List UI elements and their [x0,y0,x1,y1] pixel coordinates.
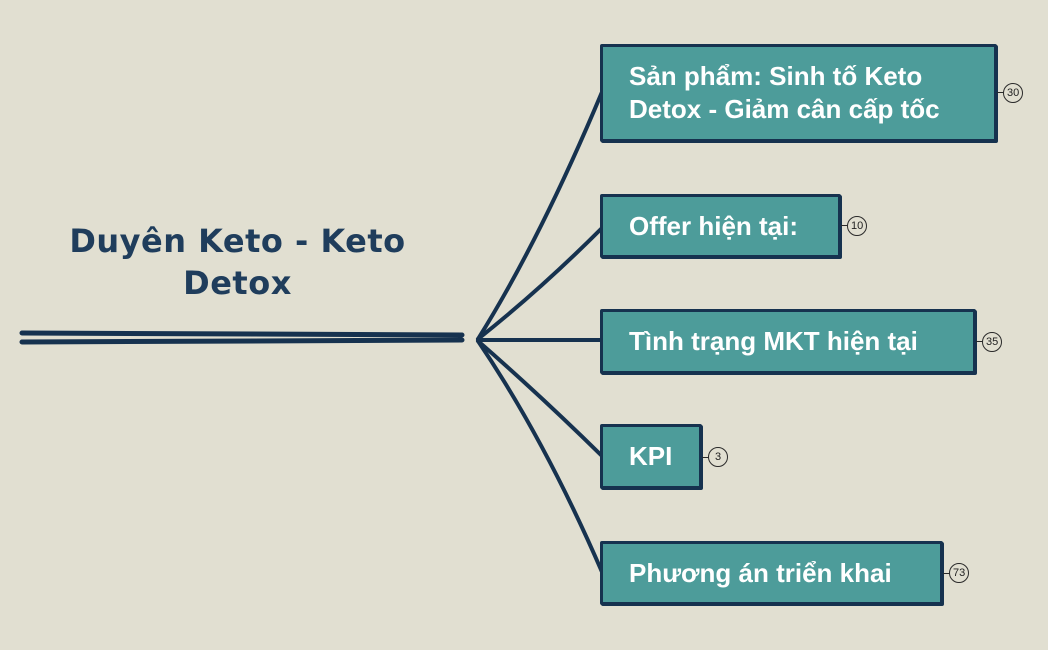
central-topic-line-2: Detox [183,264,292,302]
topic-kpi-label: KPI [629,441,673,471]
collapse-count-badge[interactable]: 30 [1003,83,1024,103]
topic-offer-label: Offer hiện tại: [629,210,799,241]
topic-san-pham-line-2: Detox - Giảm cân cấp tốc [629,94,940,124]
topic-phuong-an[interactable]: Phương án triển khai [600,541,943,605]
central-topic-line-1: Duyên Keto - Keto [69,222,406,260]
topic-tinh-trang-mkt[interactable]: Tình trạng MKT hiện tại [600,309,976,374]
topic-offer[interactable]: Offer hiện tại: [600,194,841,258]
topic-tinh-trang-mkt-label: Tình trạng MKT hiện tại [629,326,918,356]
topic-san-pham-line-1: Sản phẩm: Sinh tố Keto [629,61,923,91]
connector-2 [476,226,604,341]
collapse-count-badge[interactable]: 35 [982,332,1003,352]
connector-5 [476,339,604,574]
collapse-count-badge[interactable]: 10 [847,216,868,236]
topic-phuong-an-label: Phương án triển khai [629,557,892,588]
central-underline-top [19,330,465,338]
connector-4 [476,339,604,458]
collapse-count-badge[interactable]: 3 [708,447,728,467]
collapse-count-badge[interactable]: 73 [949,563,970,583]
topic-kpi[interactable]: KPI [600,424,702,489]
central-topic[interactable]: Duyên Keto - Keto Detox [40,220,435,304]
topic-san-pham[interactable]: Sản phẩm: Sinh tố Keto Detox - Giảm cân … [600,44,997,142]
connector-1 [476,90,604,341]
central-underline-bottom [19,337,465,345]
